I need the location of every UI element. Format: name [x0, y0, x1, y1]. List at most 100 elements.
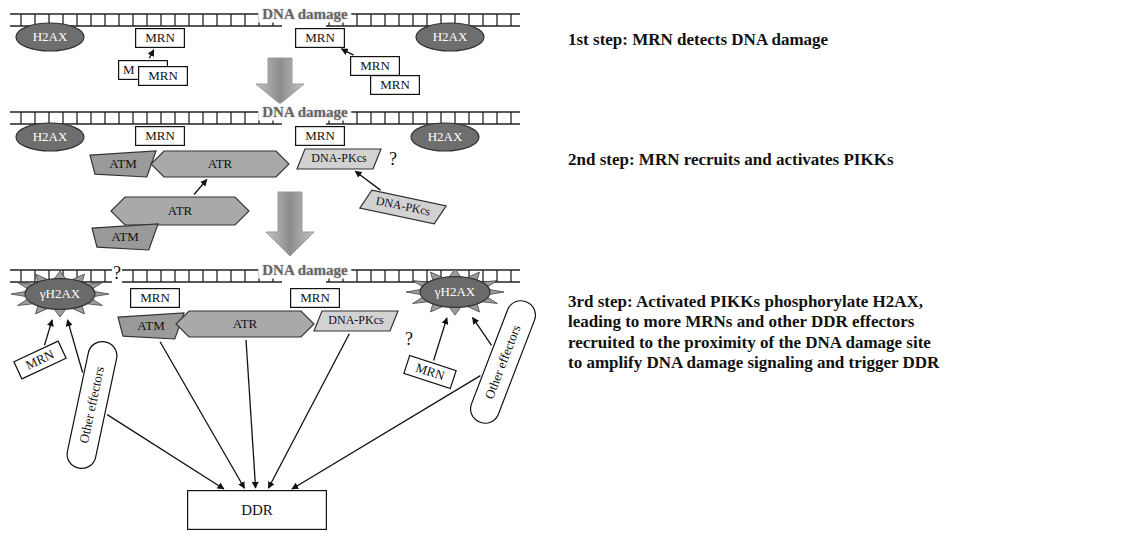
oval-fill — [411, 123, 479, 151]
slant-fill — [297, 149, 381, 169]
node-label: γH2AX — [40, 287, 80, 301]
gamma-h2ax: γH2AX — [405, 268, 505, 316]
node-label: MRN — [148, 69, 178, 83]
effector-group: Other effectors — [466, 296, 541, 428]
signal-arrow — [246, 340, 256, 488]
signal-arrow — [355, 171, 380, 190]
damage-label: DNA damage — [258, 104, 351, 121]
box-fill — [136, 29, 185, 48]
dna-pkcs-kinase: DNA-PKcs — [359, 187, 448, 226]
wedge-fill — [90, 151, 156, 177]
node-label: ATM — [137, 319, 164, 333]
box-fill — [291, 289, 340, 308]
star-fill — [25, 279, 95, 310]
dna-rungs — [326, 112, 520, 124]
node-label: ATR — [168, 204, 193, 218]
node-label: ATM — [111, 230, 138, 244]
node-label: γH2AX — [435, 285, 475, 299]
atr-kinase: ATR — [150, 150, 290, 178]
h2ax-histone: H2AX — [410, 122, 480, 152]
mrn-complex: MRN — [350, 56, 400, 76]
question-mark: ? — [388, 150, 398, 170]
box-fill — [296, 29, 345, 48]
signal-arrow — [434, 318, 447, 361]
node-label: M — [123, 63, 135, 77]
node-label: DDR — [241, 502, 273, 519]
signal-arrow — [107, 415, 224, 489]
box-fill — [296, 127, 345, 146]
step-description: 1st step: MRN detects DNA damage — [568, 30, 828, 50]
mrn-complex: MRN — [138, 66, 188, 86]
effector-group: Other effectors — [64, 338, 120, 471]
h2ax-histone: H2AX — [15, 122, 85, 152]
slant-fill — [360, 188, 446, 225]
h2ax-histone: H2AX — [15, 22, 85, 52]
node-label: H2AX — [433, 30, 468, 44]
node-label: MRN — [380, 78, 410, 92]
mrn-complex: MRN — [13, 340, 67, 379]
question-mark: ? — [404, 330, 414, 350]
hex-fill — [176, 311, 314, 337]
mrn-complex: MRN — [370, 75, 420, 95]
dna-rungs — [326, 14, 520, 26]
question-mark: ? — [112, 264, 122, 284]
wedge-fill — [92, 224, 158, 250]
node-label: MRN — [300, 291, 330, 305]
node-label: DNA-PKcs — [311, 152, 366, 165]
step-arrow — [256, 58, 304, 104]
box-fill — [131, 289, 180, 308]
signal-arrow — [341, 49, 353, 55]
node-label: MRN — [140, 291, 170, 305]
dna-pkcs-kinase: DNA-PKcs — [296, 148, 382, 170]
signal-arrow — [473, 318, 492, 346]
dna-strand — [10, 269, 290, 271]
hex-fill — [151, 151, 289, 177]
star-fill — [420, 277, 490, 308]
damage-label: DNA damage — [258, 6, 351, 23]
step-description: 3rd step: Activated PIKKs phosphorylate … — [568, 292, 948, 374]
ddr-fill — [188, 491, 327, 530]
node-label: MRN — [360, 59, 390, 73]
atm-kinase: ATM — [116, 312, 186, 340]
signal-arrow — [194, 180, 207, 195]
box-fill — [139, 67, 188, 86]
node-label: DNA-PKcs — [328, 314, 383, 327]
wedge-fill — [118, 313, 184, 339]
box-fill — [14, 341, 66, 379]
node-label: MRN — [305, 31, 335, 45]
atm-kinase: ATM — [90, 223, 160, 251]
mrn-complex: MRN — [295, 28, 345, 48]
step-description: 2nd step: MRN recruits and activates PIK… — [568, 150, 894, 170]
box-fill — [351, 57, 400, 76]
atr-kinase: ATR — [175, 310, 315, 338]
mrn-complex: MRN — [403, 355, 457, 389]
gamma-h2ax: γH2AX — [10, 270, 110, 318]
signal-arrow — [44, 320, 52, 345]
box-fill — [404, 356, 456, 389]
dna-rungs — [10, 112, 282, 124]
slant-fill — [314, 311, 398, 331]
node-label: H2AX — [33, 130, 68, 144]
step-arrow — [266, 192, 314, 256]
node-label: H2AX — [33, 30, 68, 44]
pill-fill — [65, 339, 120, 471]
box-fill — [371, 76, 420, 95]
dna-strand — [326, 25, 520, 27]
atm-kinase: ATM — [88, 150, 158, 178]
oval-fill — [16, 123, 84, 151]
dna-strand — [326, 123, 520, 125]
hex-fill — [111, 197, 249, 225]
node-label: MRN — [145, 129, 175, 143]
oval-fill — [416, 23, 484, 51]
box-fill — [136, 127, 185, 146]
damage-label: DNA damage — [258, 262, 351, 279]
h2ax-histone: H2AX — [415, 22, 485, 52]
dna-strand — [10, 13, 290, 15]
node-label: ATR — [233, 317, 258, 331]
node-label: MRN — [145, 31, 175, 45]
node-label: H2AX — [428, 130, 463, 144]
node-label: MRN — [305, 129, 335, 143]
mrn-complex: MRN — [130, 288, 180, 308]
mrn-complex: MRN — [290, 288, 340, 308]
